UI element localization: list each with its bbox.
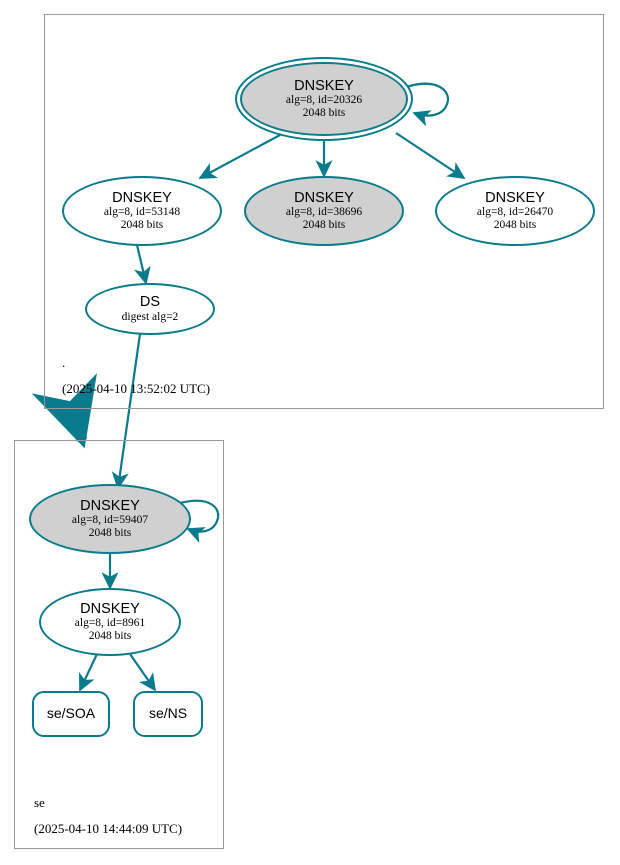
node-dnskey-root-zsk-26470[interactable]: DNSKEY alg=8, id=26470 2048 bits bbox=[435, 176, 595, 246]
node-key-info: alg=8, id=53148 bbox=[103, 206, 181, 219]
node-key-size: 2048 bits bbox=[88, 527, 132, 540]
node-title: DNSKEY bbox=[294, 78, 354, 94]
zone-box-se bbox=[14, 440, 224, 849]
zone-name-root: . bbox=[62, 355, 66, 370]
node-key-size: 2048 bits bbox=[302, 107, 346, 120]
node-title: DNSKEY bbox=[80, 601, 140, 617]
edge-sig-se-zsk-to-ns bbox=[129, 653, 157, 692]
node-key-size: 2048 bits bbox=[120, 219, 164, 232]
node-title: DNSKEY bbox=[485, 190, 545, 206]
edge-self-signature-se-ksk bbox=[179, 499, 220, 544]
edge-sig-root-ksk-to-26470 bbox=[395, 132, 466, 179]
zone-timestamp-se: (2025-04-10 14:44:09 UTC) bbox=[34, 821, 183, 836]
edge-self-signature-root-ksk bbox=[402, 82, 450, 127]
node-title: DNSKEY bbox=[80, 498, 140, 514]
node-key-size: 2048 bits bbox=[493, 219, 537, 232]
node-title: DS bbox=[139, 294, 161, 311]
rrset-label: se/NS bbox=[148, 705, 188, 722]
node-rrset-se-soa[interactable]: se/SOA bbox=[32, 691, 110, 737]
node-key-info: alg=8, id=26470 bbox=[476, 206, 554, 219]
zone-name-se: se bbox=[34, 795, 45, 810]
node-key-size: 2048 bits bbox=[302, 219, 346, 232]
zone-timestamp-root: (2025-04-10 13:52:02 UTC) bbox=[62, 381, 211, 396]
node-dnskey-se-ksk-59407[interactable]: DNSKEY alg=8, id=59407 2048 bits bbox=[29, 484, 191, 554]
node-key-info: alg=8, id=59407 bbox=[71, 514, 149, 527]
node-dnskey-root-zsk-38696[interactable]: DNSKEY alg=8, id=38696 2048 bits bbox=[244, 176, 404, 246]
node-key-info: alg=8, id=38696 bbox=[285, 206, 363, 219]
node-key-size: 2048 bits bbox=[88, 630, 132, 643]
node-dnskey-root-ksk-20326[interactable]: DNSKEY alg=8, id=20326 2048 bits bbox=[240, 62, 408, 136]
node-key-info: alg=8, id=20326 bbox=[285, 94, 363, 107]
node-dnskey-root-zsk-53148[interactable]: DNSKEY alg=8, id=53148 2048 bits bbox=[62, 176, 222, 246]
edge-sig-root-ksk-to-53148 bbox=[198, 134, 281, 179]
edge-sig-se-zsk-to-soa bbox=[79, 653, 98, 692]
edge-delegation-root-to-se bbox=[31, 373, 97, 449]
edge-ds-to-se-ksk bbox=[111, 333, 142, 490]
node-digest-info: digest alg=2 bbox=[121, 310, 179, 323]
edge-sig-53148-to-ds bbox=[134, 244, 151, 285]
node-key-info: alg=8, id=8961 bbox=[74, 617, 146, 630]
node-dnskey-se-zsk-8961[interactable]: DNSKEY alg=8, id=8961 2048 bits bbox=[39, 588, 181, 656]
node-title: DNSKEY bbox=[112, 190, 172, 206]
node-ds-root[interactable]: DS digest alg=2 bbox=[85, 283, 215, 335]
node-rrset-se-ns[interactable]: se/NS bbox=[133, 691, 203, 737]
zone-box-root bbox=[44, 14, 604, 409]
node-title: DNSKEY bbox=[294, 190, 354, 206]
rrset-label: se/SOA bbox=[46, 705, 96, 722]
